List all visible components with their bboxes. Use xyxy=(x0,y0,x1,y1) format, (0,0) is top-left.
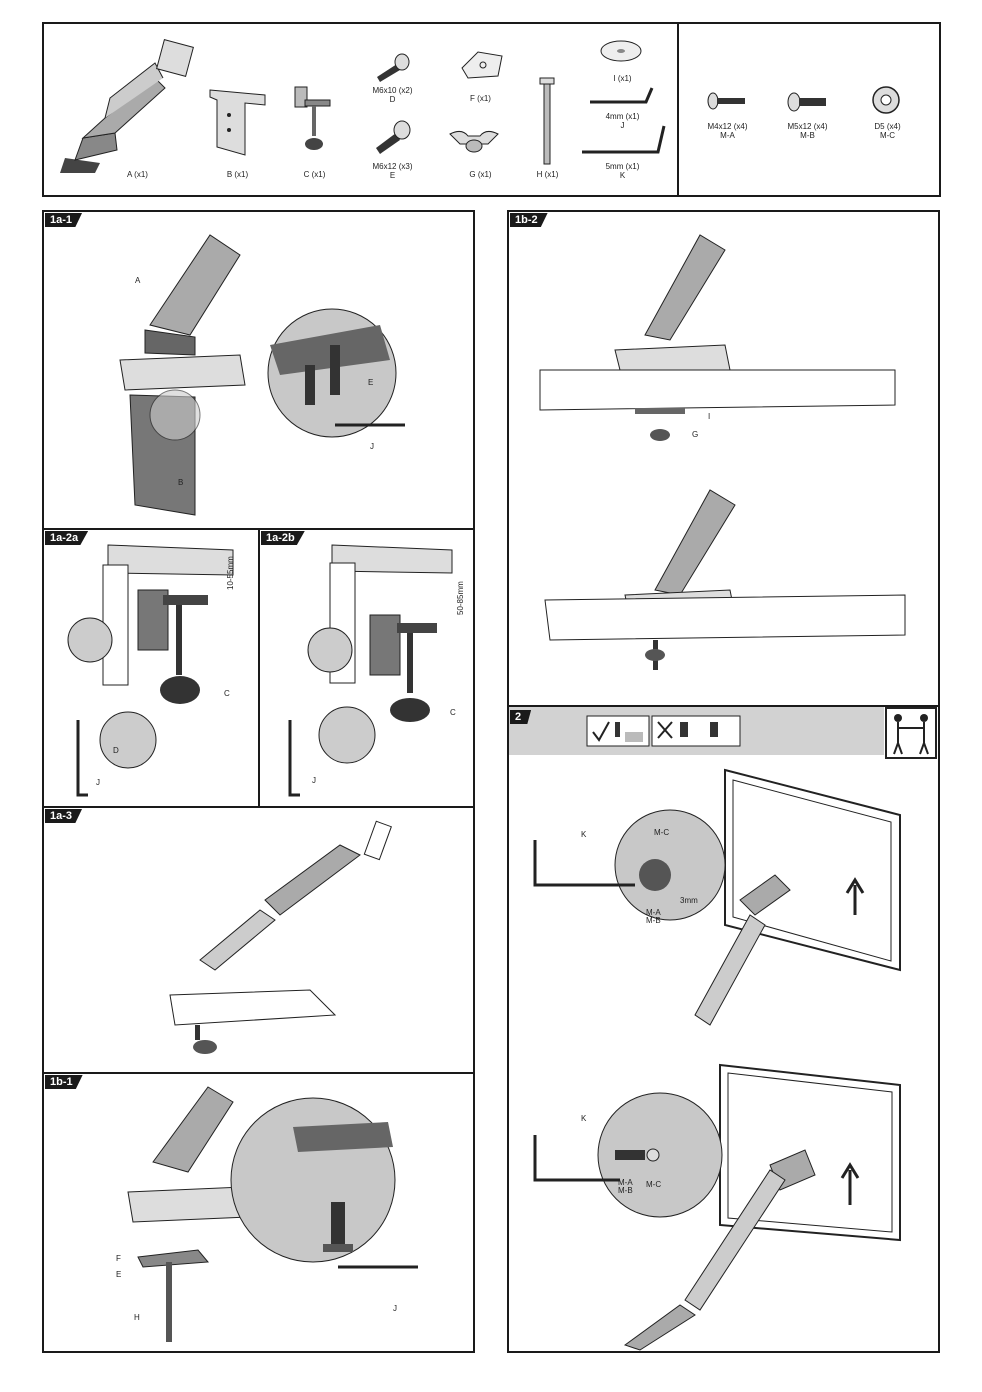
callout-b: B xyxy=(178,478,184,487)
right-divider xyxy=(509,705,938,707)
step-1b2-illustration xyxy=(539,234,906,670)
screw-label: D5 (x4)M-C xyxy=(874,122,901,140)
bolt-part-h xyxy=(539,77,555,165)
step-1a2b-illustration xyxy=(288,544,453,797)
step-tag: 1a-2a xyxy=(45,531,89,545)
step-tag: 2 xyxy=(510,710,532,724)
screw-part-d xyxy=(377,53,410,82)
correct-screw-icon xyxy=(586,715,650,747)
step-tag: 1b-1 xyxy=(45,1075,83,1089)
step-1a1-illustration xyxy=(119,234,405,516)
callout-c: C xyxy=(224,689,230,698)
part-label: I (x1) xyxy=(613,74,632,83)
left-divider-2 xyxy=(258,528,260,807)
callout-mb: M-B xyxy=(646,916,661,925)
hexkey-part-j xyxy=(590,87,654,104)
monitor-arm-part-a xyxy=(60,39,194,173)
screw-part-e xyxy=(376,120,411,154)
range-label-b: 50-85mm xyxy=(456,581,465,615)
callout-i: I xyxy=(708,412,711,421)
step-2-illustration-top xyxy=(533,768,901,1026)
step-tag: 1a-2b xyxy=(261,531,305,545)
wrong-screw-icon xyxy=(651,715,741,747)
screw-ma xyxy=(707,92,745,110)
callout-k: K xyxy=(581,1114,587,1123)
bracket-part-b xyxy=(209,89,266,156)
step-tag: 1b-2 xyxy=(510,213,548,227)
callout-ma: M-A xyxy=(646,908,661,917)
part-label: M6x10 (x2)D xyxy=(372,86,413,104)
parts-divider xyxy=(677,24,679,195)
callout-j: J xyxy=(370,442,374,451)
part-label: 4mm (x1)J xyxy=(605,112,640,130)
clamp-part-c xyxy=(294,86,331,150)
callout-k: K xyxy=(581,830,587,839)
callout-mc: M-C xyxy=(654,828,670,837)
part-label: C (x1) xyxy=(303,170,326,179)
part-label: H (x1) xyxy=(536,170,559,179)
part-label: M6x12 (x3)E xyxy=(372,162,413,180)
part-label: A (x1) xyxy=(127,170,148,179)
callout-h: H xyxy=(134,1313,140,1322)
depth-label: 3mm xyxy=(680,896,698,905)
part-label: G (x1) xyxy=(469,170,492,179)
callout-a: A xyxy=(135,276,141,285)
washer-mc xyxy=(872,86,900,114)
callout-j: J xyxy=(312,776,316,785)
callout-d: D xyxy=(113,746,119,755)
step-tag: 1a-1 xyxy=(45,213,83,227)
callout-j: J xyxy=(96,778,100,787)
part-label: 5mm (x1)K xyxy=(605,162,640,180)
callout-e: E xyxy=(368,378,374,387)
left-steps-panel xyxy=(42,210,475,1353)
callout-mc: M-C xyxy=(646,1180,662,1189)
part-label: F (x1) xyxy=(470,94,491,103)
callout-f: F xyxy=(116,1254,121,1263)
plate-part-f xyxy=(461,51,503,79)
part-label: B (x1) xyxy=(226,170,249,179)
range-label-a: 10-55mm xyxy=(226,556,235,590)
step-1b1-illustration xyxy=(127,1086,418,1342)
step-1a3-illustration xyxy=(169,820,392,1054)
step-1a2a-illustration xyxy=(67,544,234,797)
callout-mb: M-B xyxy=(618,1186,633,1195)
parts-list-panel xyxy=(42,22,941,197)
right-steps-panel xyxy=(507,210,940,1353)
screw-label: M4x12 (x4)M-A xyxy=(707,122,748,140)
step-tag: 1a-3 xyxy=(45,809,83,823)
callout-e: E xyxy=(116,1270,122,1279)
callout-c: C xyxy=(450,708,456,717)
wingnut-part-g xyxy=(449,130,499,153)
two-person-lift-icon xyxy=(885,707,937,759)
screw-mb xyxy=(787,92,826,112)
screw-label: M5x12 (x4)M-B xyxy=(787,122,828,140)
washer-part-i xyxy=(600,40,642,62)
step-2-illustration-bottom xyxy=(533,1063,901,1351)
callout-j: J xyxy=(393,1304,397,1313)
callout-ma: M-A xyxy=(618,1178,633,1187)
hexkey-part-k xyxy=(582,125,666,154)
left-divider-3 xyxy=(44,806,473,808)
left-divider-4 xyxy=(44,1072,473,1074)
callout-g: G xyxy=(692,430,699,439)
